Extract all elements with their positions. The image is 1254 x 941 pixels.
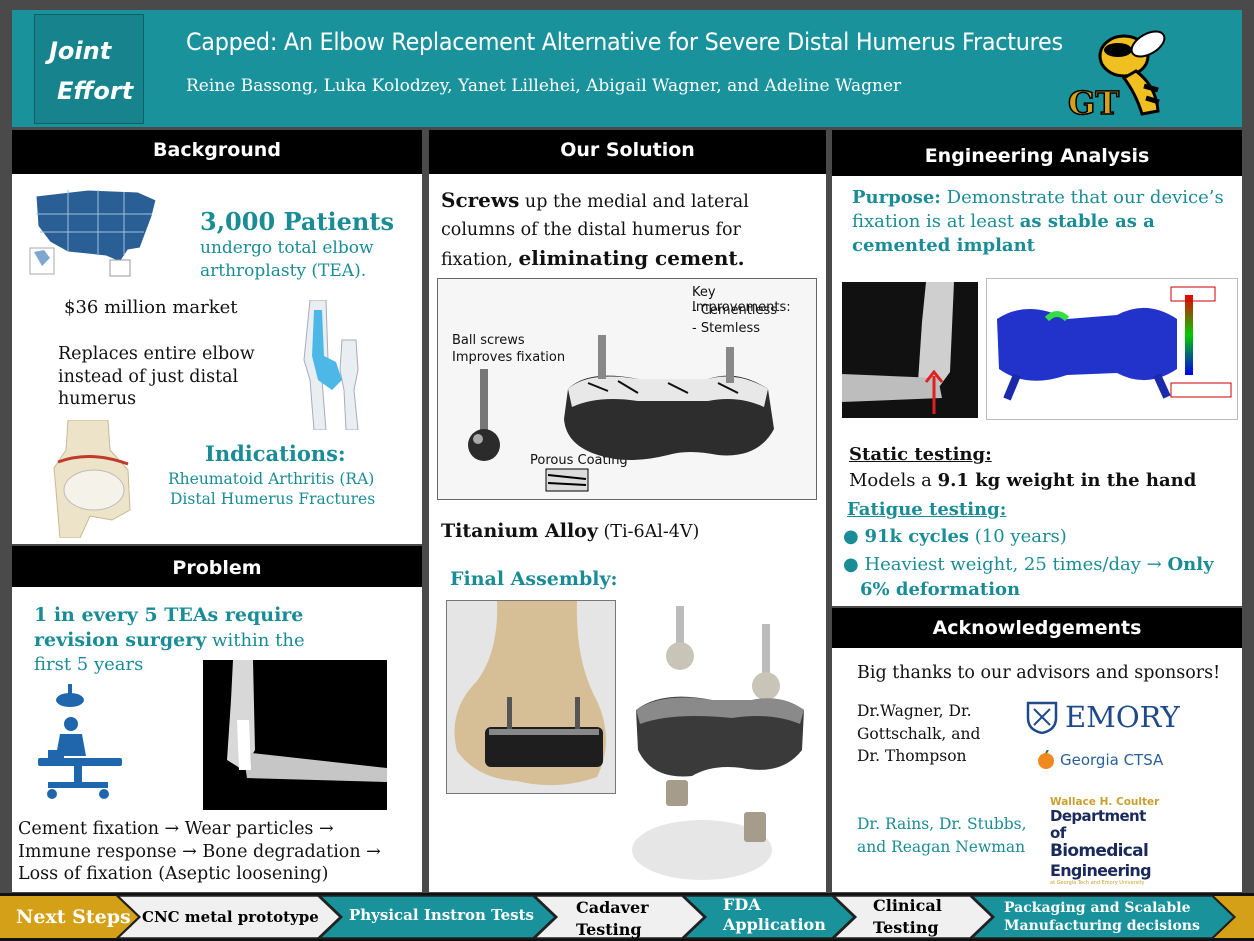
next-steps-bar: Next Steps CNC metal prototype Physical …	[0, 893, 1254, 941]
indications-heading: Indications:	[205, 441, 346, 466]
georgia-ctsa-logo: Georgia CTSA	[1036, 750, 1163, 770]
background-heading: Background	[12, 130, 422, 174]
bullet-dot: ●	[843, 554, 865, 575]
step-packaging: Packaging and Scalable Manufacturing dec…	[1004, 900, 1200, 934]
fatigue-1-bold: 91k cycles	[864, 526, 970, 547]
thanks-text: Big thanks to our advisors and sponsors!	[857, 663, 1221, 683]
advisors-group-1: Dr.Wagner, Dr. Gottschalk, and Dr. Thomp…	[857, 702, 981, 766]
fatigue-testing-heading: Fatigue testing:	[847, 499, 1007, 520]
patients-subtext: undergo total elbow arthroplasty (TEA).	[200, 238, 374, 281]
acknowledgements-heading: Acknowledgements	[832, 608, 1242, 648]
surgery-icon	[34, 684, 126, 802]
coulter-line-2: Biomedical	[1050, 841, 1149, 861]
implant-render-graphic	[438, 279, 818, 501]
ctsa-text: Georgia CTSA	[1060, 751, 1164, 769]
improvement-cementless: - Cementless	[692, 303, 778, 318]
elbow-xray-image	[842, 282, 978, 418]
fatigue-1-rest: (10 years)	[969, 526, 1067, 547]
poster-title: Capped: An Elbow Replacement Alternative…	[186, 28, 1063, 56]
logo-line-2: Effort	[57, 77, 134, 105]
assembly-exploded-image	[632, 600, 812, 885]
fatigue-2-bold: Only 6% deformation	[860, 554, 1214, 600]
engineering-heading: Engineering Analysis	[832, 130, 1242, 176]
logo-line-1: Joint	[49, 37, 112, 65]
key-improvements-label: Key Improvements:	[692, 285, 791, 315]
patients-count: 3,000 Patients	[200, 207, 394, 236]
gt-mascot-logo: GT	[1066, 16, 1176, 120]
indication-ra: Rheumatoid Arthritis (RA)	[168, 470, 375, 488]
next-steps-arrows	[0, 895, 1254, 939]
porous-coating-label: Porous Coating	[530, 453, 628, 468]
purpose-label: Purpose:	[852, 187, 941, 208]
purpose-body: Demonstrate that our device’s fixation i…	[852, 187, 1224, 232]
purpose-bold: as stable as a cemented implant	[852, 211, 1155, 256]
static-testing-heading: Static testing:	[849, 444, 992, 465]
final-assembly-heading: Final Assembly:	[450, 568, 618, 590]
improves-fixation-label: Improves fixation	[452, 350, 566, 365]
svg-text:GT: GT	[1068, 84, 1119, 120]
acknowledgements-column	[832, 608, 1242, 892]
revision-stat-bold: 1 in every 5 TEAs require revision surge…	[34, 604, 304, 651]
implant-render-panel: Key Improvements: - Cementless - Stemles…	[437, 278, 817, 500]
titanium-bold: Titanium Alloy	[441, 520, 598, 542]
step-instron-tests: Physical Instron Tests	[349, 906, 534, 924]
titanium-rest: (Ti-6Al-4V)	[597, 522, 700, 542]
assembly-bone-image	[446, 600, 616, 794]
coulter-sub: at Georgia Tech and Emory University	[1050, 880, 1145, 886]
coulter-small: Wallace H. Coulter	[1050, 796, 1160, 808]
coulter-line-3: Engineering	[1050, 861, 1152, 880]
static-text: Models a	[849, 470, 938, 491]
elbow-joint-image	[50, 420, 135, 538]
step-cnc-prototype: CNC metal prototype	[142, 908, 319, 926]
advisors-group-2: Dr. Rains, Dr. Stubbs, and Reagan Newman	[857, 815, 1027, 856]
screws-rest: up the medial and lateral columns of the…	[441, 192, 749, 270]
fatigue-bullet-1: ● 91k cycles (10 years)	[843, 526, 1223, 547]
coulter-bme-logo: Wallace H. Coulter Department of Biomedi…	[1050, 796, 1160, 886]
static-bold: 9.1 kg weight in the hand	[937, 470, 1197, 491]
fatigue-bullet-2: ● Heaviest weight, 25 times/day → Only 6…	[843, 552, 1228, 602]
step-cadaver-testing: Cadaver Testing	[576, 898, 649, 939]
screws-word: Screws	[441, 188, 520, 212]
problem-heading: Problem	[12, 546, 422, 587]
revision-stat-rest: within the first 5 years	[34, 630, 305, 675]
xray-image	[203, 660, 387, 810]
replaces-text: Replaces entire elbow instead of just di…	[58, 344, 255, 409]
indication-fractures: Distal Humerus Fractures	[170, 490, 376, 508]
elbow-implant-image	[296, 300, 376, 430]
header-banner	[12, 10, 1242, 127]
coulter-line-1: Department of	[1050, 807, 1146, 842]
step-clinical-testing: Clinical Testing	[873, 896, 942, 937]
eliminating-cement: eliminating cement.	[518, 246, 745, 270]
poster-authors: Reine Bassong, Luka Kolodzey, Yanet Lill…	[186, 76, 902, 96]
fatigue-2-rest: Heaviest weight, 25 times/day →	[864, 554, 1168, 575]
failure-chain: Cement fixation → Wear particles → Immun…	[18, 819, 381, 885]
emory-text: EMORY	[1065, 700, 1180, 734]
joint-effort-logo: Joint Effort	[34, 14, 144, 124]
market-size: $36 million market	[64, 297, 238, 318]
improvement-stemless: - Stemless	[692, 321, 760, 336]
us-map-image	[28, 186, 158, 278]
screws-description: Screws up the medial and lateral columns…	[441, 186, 801, 274]
next-steps-label: Next Steps	[16, 906, 131, 928]
purpose-text: Purpose: Demonstrate that our device’s f…	[852, 186, 1224, 258]
fea-simulation-image	[986, 278, 1238, 420]
emory-logo: EMORY	[1025, 698, 1195, 736]
solution-heading: Our Solution	[429, 130, 826, 174]
titanium-material: Titanium Alloy (Ti-6Al-4V)	[441, 520, 699, 542]
ball-screws-label: Ball screws	[452, 333, 525, 348]
step-fda-application: FDA Application	[723, 895, 826, 934]
bullet-dot: ●	[843, 526, 865, 547]
revision-stat: 1 in every 5 TEAs require revision surge…	[34, 603, 324, 677]
static-testing-text: Models a 9.1 kg weight in the hand	[849, 470, 1196, 491]
